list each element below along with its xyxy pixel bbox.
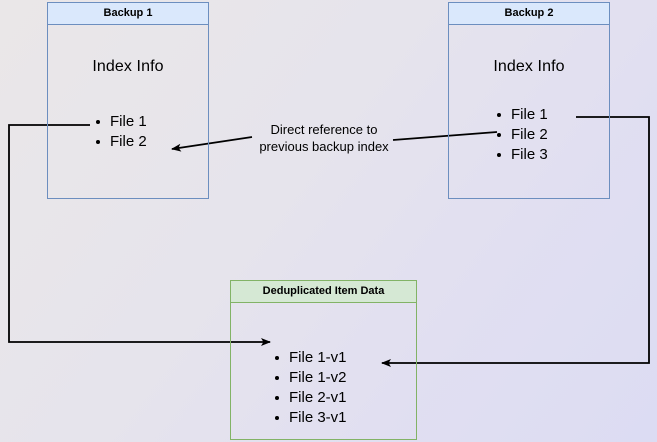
list-item: File 2-v1 — [273, 388, 347, 408]
list-item: File 1-v2 — [273, 368, 347, 388]
direct-reference-note-line2: previous backup index — [259, 139, 389, 154]
deduplicated-item-data-body: File 1-v1 File 1-v2 File 2-v1 File 3-v1 — [231, 303, 416, 439]
backup1-header: Backup 1 — [48, 3, 208, 25]
backup2-box[interactable]: Backup 2 Index Info File 1 File 2 File 3 — [448, 2, 610, 199]
backup1-index-label: Index Info — [92, 58, 164, 75]
backup1-box[interactable]: Backup 1 Index Info File 1 File 2 — [47, 2, 209, 199]
direct-reference-note-line1: Direct reference to — [270, 122, 378, 137]
backup2-body: Index Info File 1 File 2 File 3 — [449, 25, 609, 198]
list-item: File 2 — [495, 125, 548, 145]
backup2-index-label: Index Info — [493, 58, 565, 75]
backup1-item-list: File 1 File 2 — [94, 112, 147, 152]
dedup-item-list: File 1-v1 File 1-v2 File 2-v1 File 3-v1 — [273, 348, 347, 428]
backup2-header: Backup 2 — [449, 3, 609, 25]
list-item: File 2 — [94, 132, 147, 152]
list-item: File 1 — [94, 112, 147, 132]
list-item: File 1 — [495, 105, 548, 125]
deduplicated-item-data-header: Deduplicated Item Data — [231, 281, 416, 303]
list-item: File 3 — [495, 145, 548, 165]
backup2-item-list: File 1 File 2 File 3 — [495, 105, 548, 165]
backup1-body: Index Info File 1 File 2 — [48, 25, 208, 198]
direct-reference-note: Direct reference to previous backup inde… — [249, 121, 399, 155]
list-item: File 3-v1 — [273, 408, 347, 428]
list-item: File 1-v1 — [273, 348, 347, 368]
deduplicated-item-data-box[interactable]: Deduplicated Item Data File 1-v1 File 1-… — [230, 280, 417, 440]
